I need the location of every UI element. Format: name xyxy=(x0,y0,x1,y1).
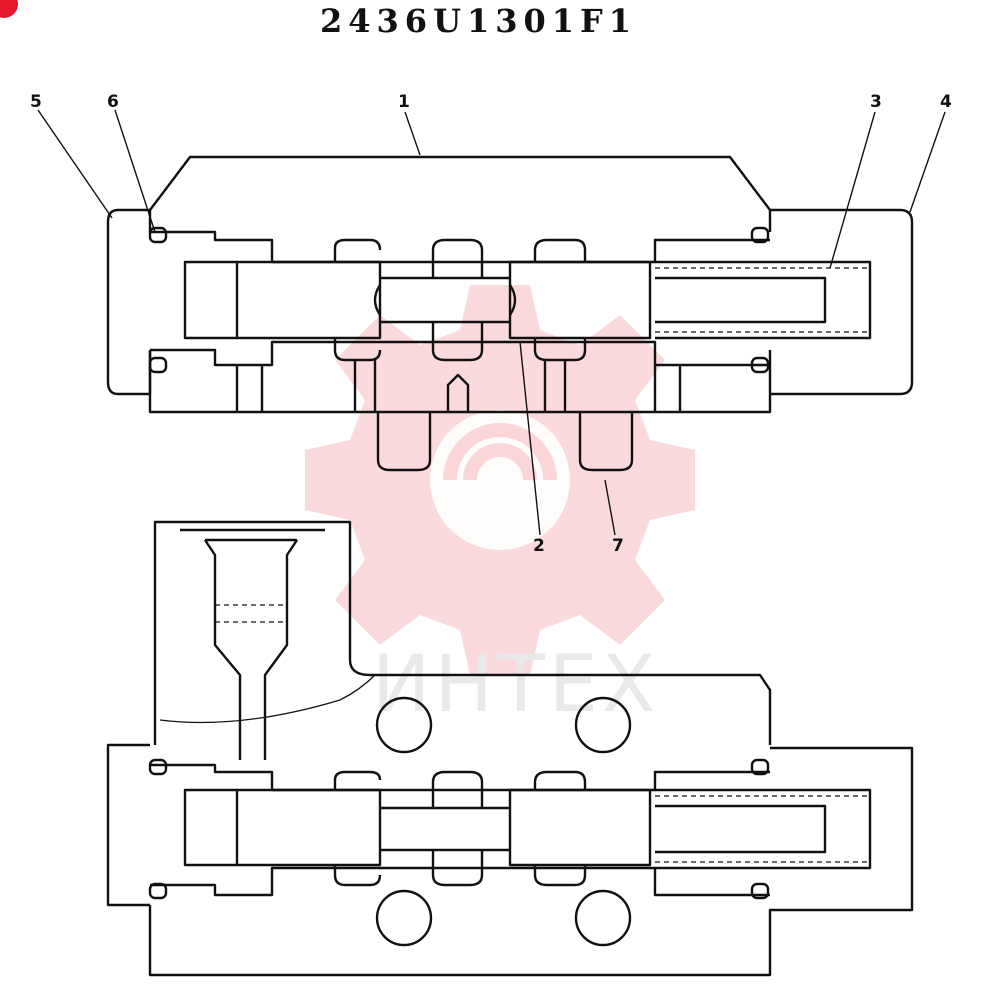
watermark-text: ИНТЕХ xyxy=(372,640,660,730)
check-valve xyxy=(180,528,325,760)
callout-4: 4 xyxy=(940,92,952,112)
spring xyxy=(655,260,872,340)
part-number-title: 2436U1301F1 xyxy=(320,2,638,40)
right-end-cap xyxy=(770,208,914,396)
spool-bore xyxy=(150,230,770,367)
spool xyxy=(183,260,652,340)
callout-6: 6 xyxy=(107,92,119,112)
lower-spool xyxy=(183,788,652,867)
corner-logo-mark xyxy=(0,0,18,18)
callout-7: 7 xyxy=(612,536,624,556)
upper-housing xyxy=(153,520,772,745)
spool-land-grooves xyxy=(333,238,587,362)
port-circle xyxy=(375,889,433,947)
callout-1: 1 xyxy=(398,92,410,112)
callout-2: 2 xyxy=(533,536,545,556)
port-left xyxy=(376,412,432,472)
port-circle xyxy=(375,696,433,754)
valve-body-outline xyxy=(148,155,772,414)
top-view xyxy=(106,155,914,472)
bottom-view xyxy=(106,520,914,977)
leader-lines xyxy=(37,109,946,536)
callout-3: 3 xyxy=(870,92,882,112)
callout-5: 5 xyxy=(30,92,42,112)
port-circle xyxy=(574,889,632,947)
left-end-cap xyxy=(106,208,152,396)
lower-valve-body xyxy=(106,743,914,977)
o-ring-seals xyxy=(148,226,770,374)
port-right xyxy=(578,412,634,472)
port-circle xyxy=(574,696,632,754)
